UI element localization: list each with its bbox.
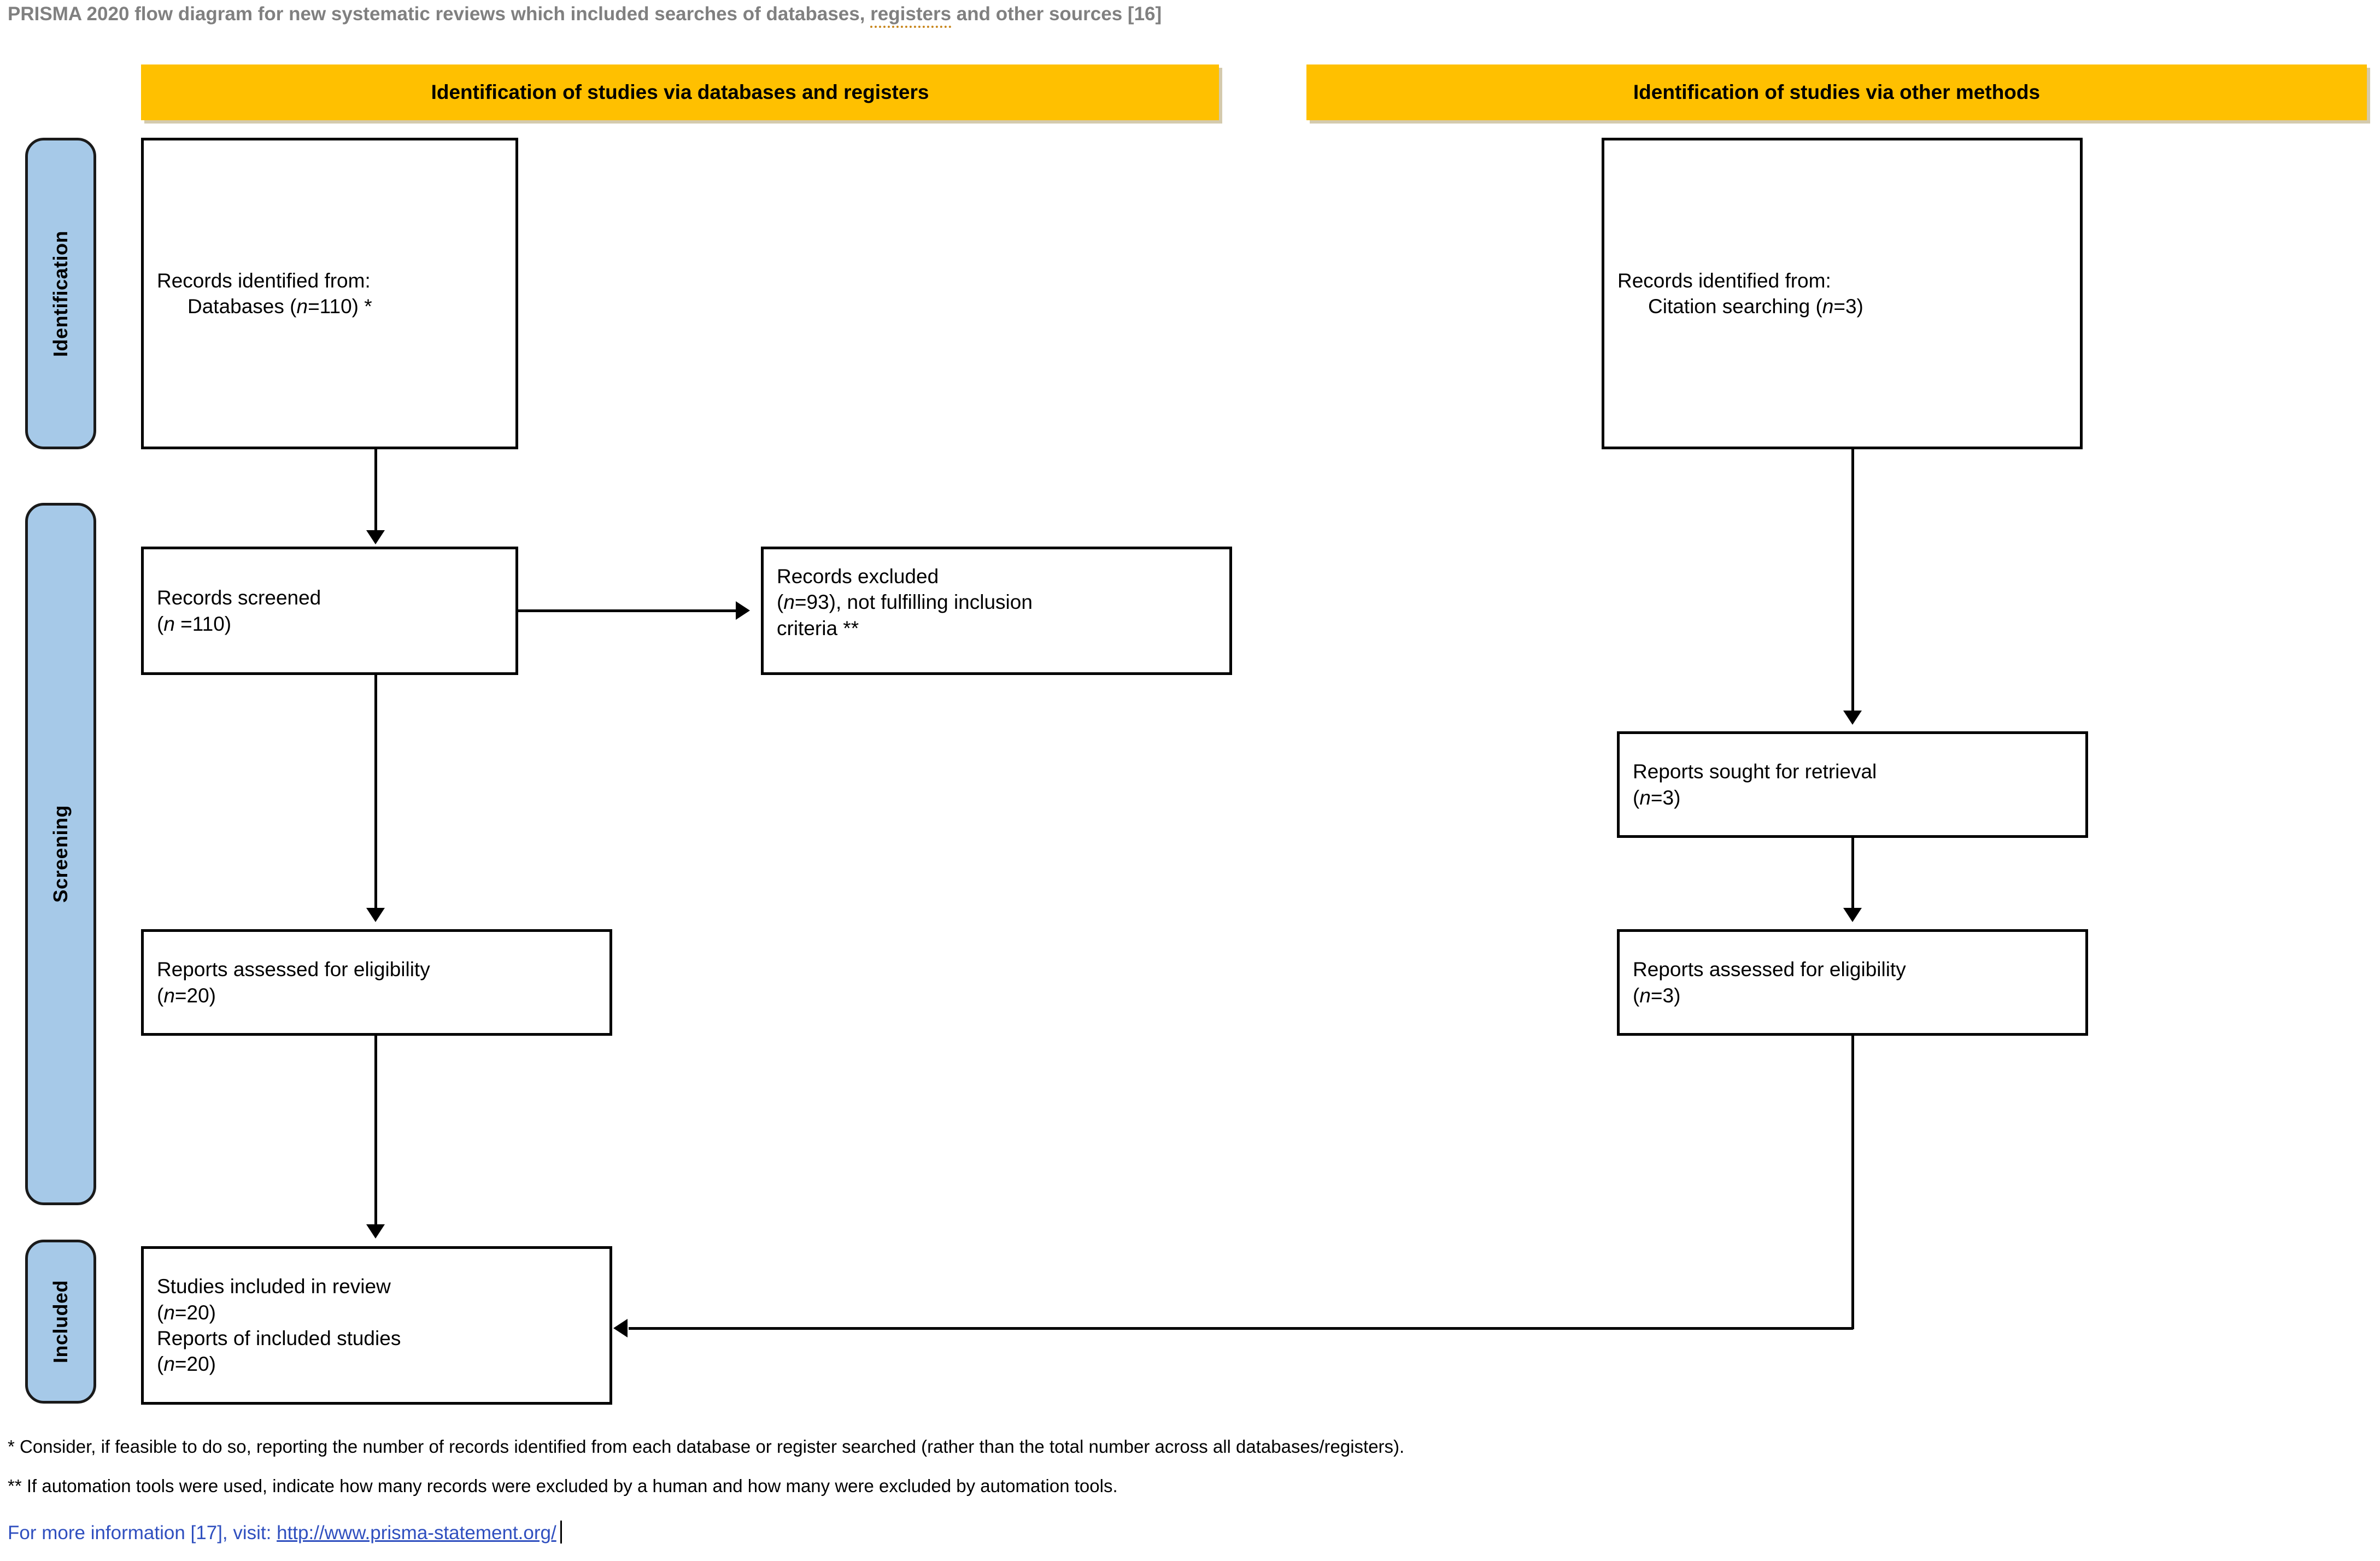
arrow-identified-to-screened-icon: [366, 530, 385, 544]
node-line: Records screened: [157, 586, 321, 609]
connector-screened-to-excluded: [518, 609, 737, 612]
stage-tab-screening: Screening: [25, 503, 96, 1205]
connector-sought-to-eligibility-right: [1851, 838, 1854, 910]
node-records-screened: Records screened (n =110): [141, 547, 518, 675]
connector-right-to-included-horizontal: [629, 1327, 1853, 1330]
connector-other-to-sought: [1851, 449, 1854, 713]
node-line-suffix: =20): [174, 984, 216, 1007]
node-studies-included-in-review: Studies included in review (n=20) Report…: [141, 1246, 612, 1405]
node-line: Records identified from:: [1617, 269, 1831, 292]
node-line-italic-n: n: [1822, 295, 1834, 318]
page-title-text-after: and other sources [16]: [951, 3, 1162, 25]
node-line-prefix: (: [777, 591, 784, 614]
arrow-eligibility-to-included-icon: [366, 1224, 385, 1239]
arrow-screened-to-eligibility-icon: [366, 908, 385, 922]
page-title-text-before: PRISMA 2020 flow diagram for new systema…: [8, 3, 871, 25]
footnote-double-asterisk: ** If automation tools were used, indica…: [8, 1476, 1118, 1496]
node-line: (n=3): [1633, 785, 2072, 811]
node-line: Studies included in review: [157, 1275, 391, 1298]
arrow-right-to-included-icon: [613, 1319, 628, 1337]
node-reports-assessed-eligibility-left: Reports assessed for eligibility (n=20): [141, 929, 612, 1036]
stage-tab-identification-label: Identification: [49, 230, 72, 357]
more-information-prefix: For more information [17], visit:: [8, 1522, 277, 1544]
node-line-prefix: (: [1633, 984, 1640, 1007]
node-line-prefix: (: [157, 984, 164, 1007]
node-line: (n=3): [1633, 983, 2072, 1008]
node-line-italic-n: n: [163, 984, 175, 1007]
node-line-prefix: (: [1633, 786, 1640, 809]
node-line: Reports of included studies: [157, 1327, 401, 1349]
node-records-excluded: Records excluded (n=93), not fulfilling …: [761, 547, 1232, 675]
node-line-prefix: (: [157, 1353, 164, 1376]
stage-tab-included-label: Included: [49, 1280, 72, 1363]
node-reports-assessed-eligibility-right: Reports assessed for eligibility (n=3): [1617, 929, 2088, 1036]
node-line-suffix: =93), not fulfilling inclusion: [794, 591, 1033, 614]
node-line: (n=20): [157, 983, 596, 1008]
node-line: Citation searching (n=3): [1617, 294, 2067, 319]
connector-eligibility-to-included: [374, 1036, 377, 1226]
node-line-prefix: (: [157, 1301, 164, 1324]
node-line-suffix: =110) *: [308, 295, 372, 318]
prisma-statement-link[interactable]: http://www.prisma-statement.org/: [277, 1522, 556, 1544]
node-line: Reports sought for retrieval: [1633, 760, 1877, 783]
connector-identified-to-screened: [374, 449, 377, 532]
banner-databases-registers-label: Identification of studies via databases …: [431, 81, 929, 103]
node-line: criteria **: [777, 617, 859, 639]
connector-right-eligibility-down: [1851, 1036, 1854, 1329]
node-line-italic-n: n: [163, 1353, 175, 1376]
node-line-italic-n: n: [783, 591, 795, 614]
node-line-italic-n: n: [1639, 984, 1651, 1007]
more-information-line: For more information [17], visit: http:/…: [8, 1521, 562, 1544]
node-line-suffix: =110): [174, 612, 232, 635]
node-line-suffix: =3): [1650, 786, 1681, 809]
node-line-suffix: =3): [1650, 984, 1681, 1007]
node-line-suffix: =3): [1833, 295, 1863, 318]
node-line-suffix: =20): [174, 1301, 216, 1324]
stage-tab-included: Included: [25, 1240, 96, 1404]
arrow-other-to-sought-icon: [1843, 711, 1862, 725]
node-line: Databases (n=110) *: [157, 294, 502, 319]
stage-tab-screening-label: Screening: [49, 805, 72, 903]
stage-tab-identification: Identification: [25, 138, 96, 449]
banner-other-methods: Identification of studies via other meth…: [1306, 64, 2367, 120]
node-line: (n=20): [157, 1300, 596, 1325]
node-line-suffix: =20): [174, 1353, 216, 1376]
node-line-italic-n: n: [163, 1301, 175, 1324]
node-line: (n=20): [157, 1351, 596, 1377]
node-reports-sought-retrieval: Reports sought for retrieval (n=3): [1617, 731, 2088, 838]
node-line-italic-n: n: [1639, 786, 1651, 809]
connector-screened-to-eligibility: [374, 675, 377, 910]
banner-databases-registers: Identification of studies via databases …: [141, 64, 1219, 120]
node-line-prefix: (: [157, 612, 164, 635]
banner-other-methods-label: Identification of studies via other meth…: [1633, 81, 2041, 103]
page-title: PRISMA 2020 flow diagram for new systema…: [8, 3, 1162, 28]
footnote-single-asterisk: * Consider, if feasible to do so, report…: [8, 1436, 1405, 1457]
node-line-italic-n: n: [296, 295, 308, 318]
spellcheck-word-registers: registers: [870, 3, 952, 28]
node-line: Records identified from:: [157, 269, 371, 292]
node-records-identified-other: Records identified from: Citation search…: [1602, 138, 2083, 449]
arrow-screened-to-excluded-icon: [736, 601, 750, 620]
node-line: Reports assessed for eligibility: [157, 958, 430, 981]
text-cursor: [560, 1521, 562, 1544]
node-line: Reports assessed for eligibility: [1633, 958, 1906, 981]
node-line: (n =110): [157, 611, 502, 637]
node-line: Records excluded: [777, 565, 939, 588]
node-line-prefix: Citation searching (: [1648, 295, 1822, 318]
node-line-prefix: Databases (: [187, 295, 297, 318]
node-records-identified-databases: Records identified from: Databases (n=11…: [141, 138, 518, 449]
node-line: (n=93), not fulfilling inclusion: [777, 589, 1216, 615]
node-line-italic-n: n: [163, 612, 175, 635]
arrow-sought-to-eligibility-right-icon: [1843, 908, 1862, 922]
